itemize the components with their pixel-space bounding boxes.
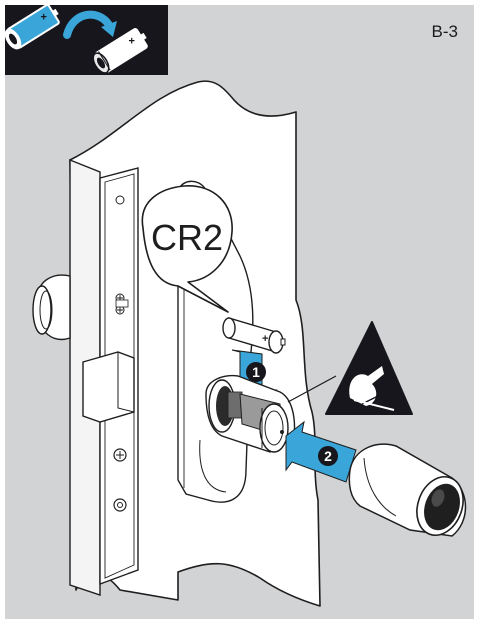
- rear-knob: [33, 275, 70, 339]
- esd-warning-icon: [326, 322, 412, 414]
- step-1-number: 1: [252, 364, 260, 380]
- front-knob: [349, 444, 471, 542]
- battery-plus-sign: +: [262, 333, 268, 345]
- latch-bolt: [83, 352, 134, 422]
- step-2-number: 2: [324, 448, 332, 464]
- battery-type-label: CR2: [151, 217, 223, 258]
